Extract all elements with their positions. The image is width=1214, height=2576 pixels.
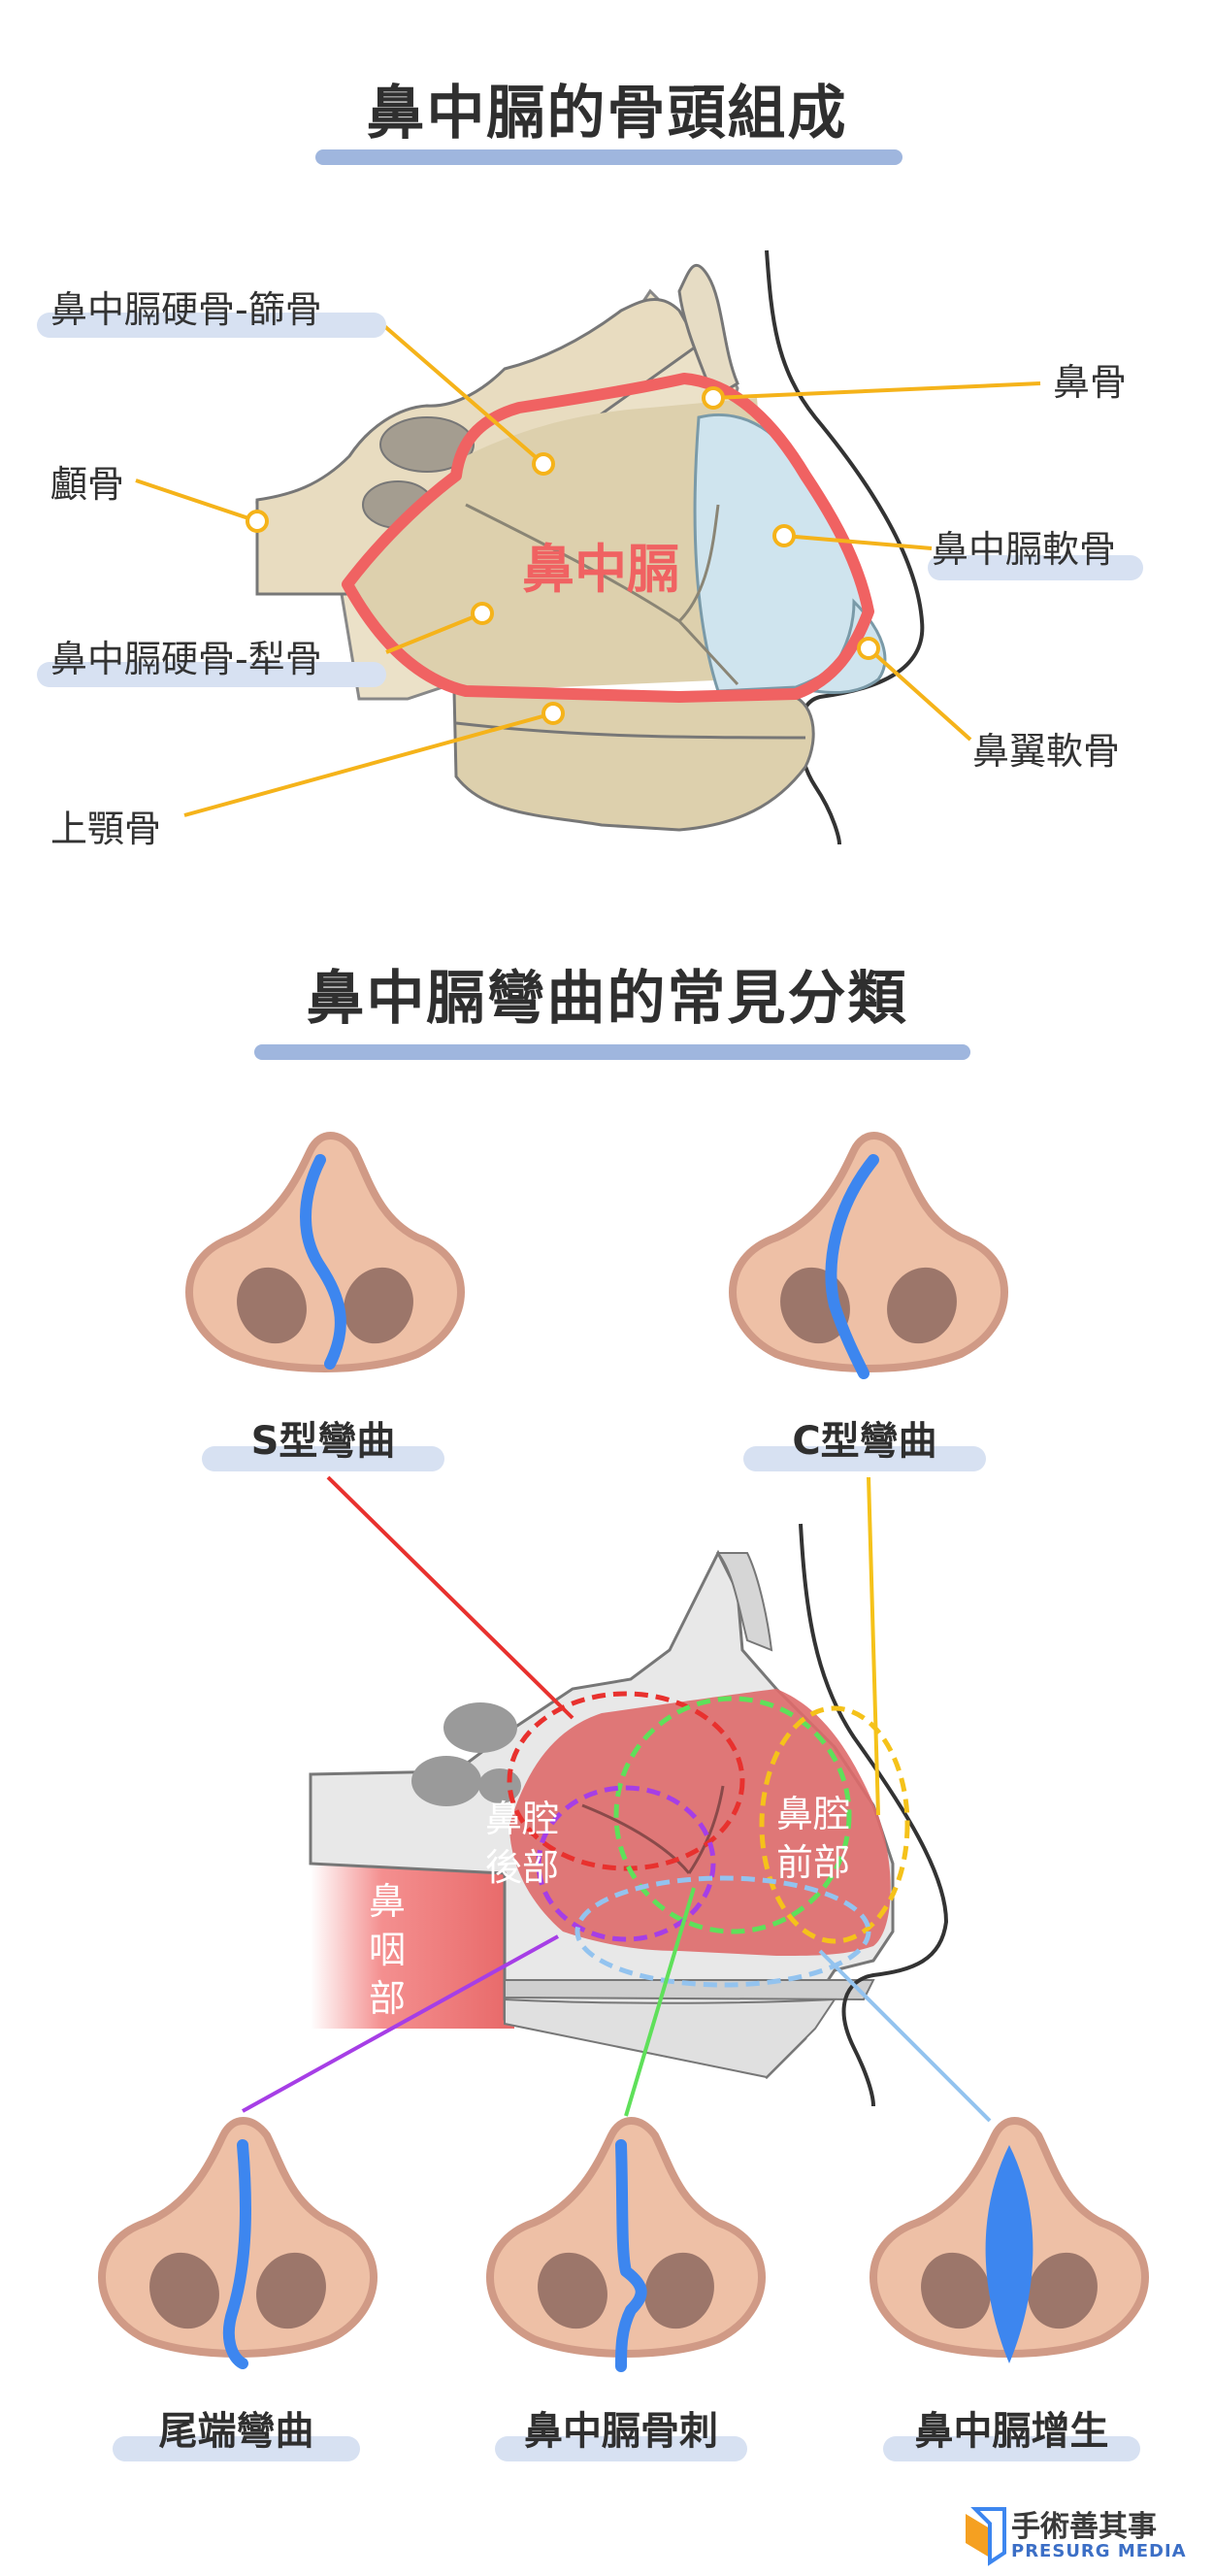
anterior-label-2: 前部 — [776, 1841, 851, 1884]
section2-underline — [254, 1044, 970, 1060]
c-type-caption: C型彎曲 — [792, 1419, 937, 1464]
posterior-label-1: 鼻腔 — [485, 1798, 560, 1840]
septum-outline — [342, 373, 874, 703]
zone-circles — [507, 1691, 910, 1988]
ethmoid-pill — [37, 313, 386, 338]
nasal-bone-label: 鼻骨 — [1053, 361, 1128, 404]
vomer-pill — [37, 662, 386, 687]
brand-sub: PRESURG MEDIA — [1011, 2541, 1187, 2561]
nose-front-icon — [869, 2117, 1149, 2363]
septal-cartilage-label: 鼻中膈軟骨 — [932, 528, 1117, 571]
anterior-label-1: 鼻腔 — [776, 1793, 851, 1835]
zone-connectors — [242, 1475, 992, 2123]
nasopharynx-region — [311, 1864, 514, 2029]
nose-front-icon — [729, 1132, 1008, 1379]
spur-pill — [495, 2436, 747, 2461]
septum-center-label: 鼻中膈 — [522, 539, 679, 600]
pharynx-label-2: 咽 — [369, 1929, 407, 1971]
tail-pill — [113, 2436, 360, 2461]
bone-suture-lines — [465, 503, 739, 686]
anatomy-leaders — [135, 323, 1041, 817]
nose-front-icon — [486, 2117, 766, 2372]
maxilla-label: 上顎骨 — [50, 808, 162, 850]
nose-cross-section-icon — [309, 1523, 949, 2107]
sinus-cavity-1 — [379, 416, 475, 473]
section2-title: 鼻中膈彎曲的常見分類 — [306, 965, 908, 1033]
c-type-pill — [743, 1446, 986, 1471]
posterior-label-2: 後部 — [485, 1846, 560, 1889]
nasal-bone — [677, 263, 739, 401]
sphenoid-bone — [255, 297, 701, 596]
sphenoid-label: 顱骨 — [50, 463, 125, 506]
maxilla-bone — [452, 689, 815, 832]
pharynx-label-1: 鼻 — [369, 1880, 407, 1923]
anatomy-leader-dots — [246, 386, 880, 725]
septum-anatomy-diagram — [255, 249, 925, 845]
face-profile-line — [765, 249, 925, 845]
vomer-label: 鼻中膈硬骨-犁骨 — [50, 638, 322, 680]
tail-caption: 尾端彎曲 — [158, 2409, 314, 2454]
septum-bony-region — [349, 398, 761, 691]
s-type-caption: S型彎曲 — [250, 1419, 396, 1464]
section1-title: 鼻中膈的骨頭組成 — [366, 80, 848, 148]
alar-cartilage-label: 鼻翼軟骨 — [972, 730, 1121, 773]
spur-caption: 鼻中膈骨刺 — [524, 2409, 718, 2454]
septal-cartilage-pill — [928, 555, 1143, 580]
cross-section-septum — [509, 1689, 891, 1956]
section1-underline — [315, 149, 902, 165]
hyperplasia-pill — [883, 2436, 1140, 2461]
s-type-pill — [202, 1446, 444, 1471]
hyperplasia-caption: 鼻中膈增生 — [914, 2409, 1109, 2454]
nose-front-icon — [185, 1132, 465, 1372]
brand-logo-icon — [966, 2507, 1006, 2566]
ethmoid-label: 鼻中膈硬骨-篩骨 — [50, 288, 322, 331]
nose-front-icon — [98, 2117, 377, 2369]
brand-name: 手術善其事 — [1011, 2510, 1157, 2544]
pharynx-label-3: 部 — [369, 1977, 407, 2020]
